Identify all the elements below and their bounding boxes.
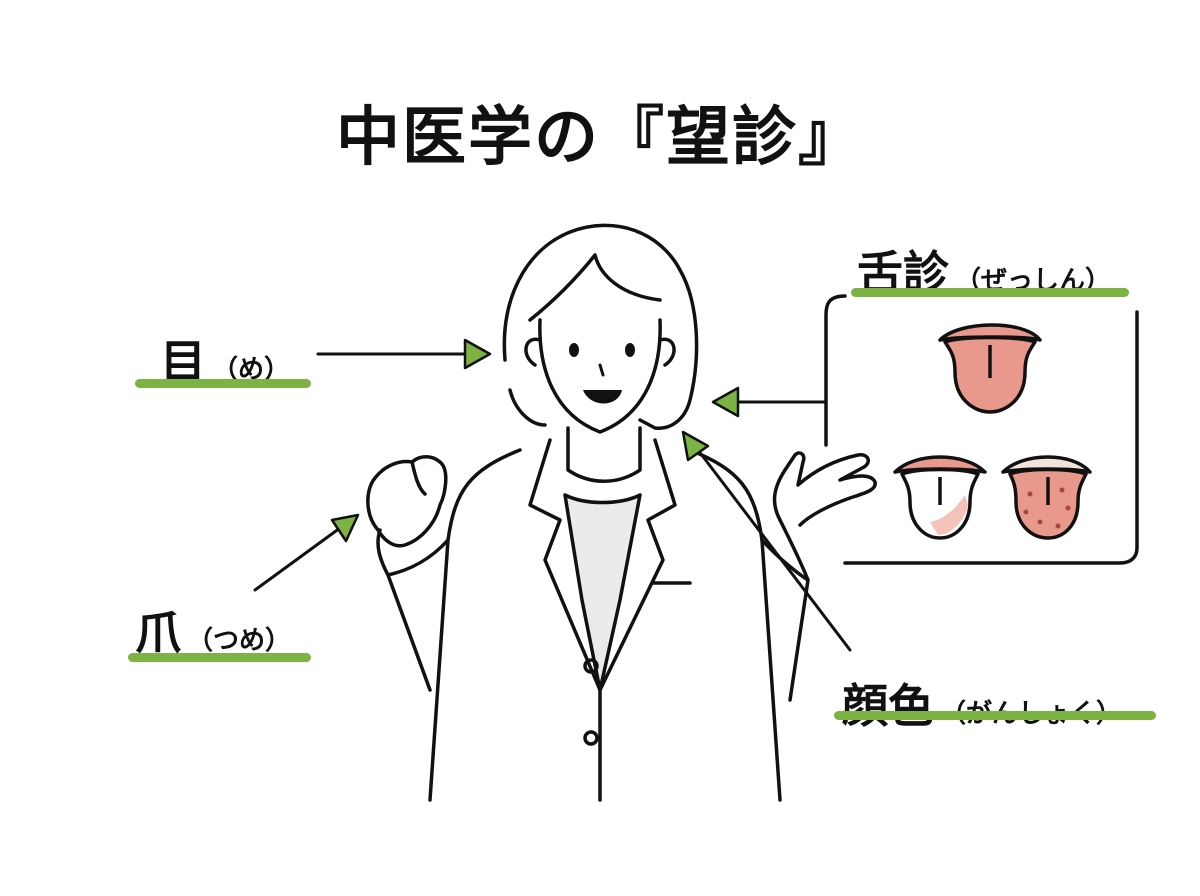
nose: [598, 363, 605, 377]
left-fist: [366, 455, 448, 548]
label-eye-underline: [135, 379, 311, 388]
label-nail-underline: [128, 653, 311, 662]
tongue-pale-icon: [893, 455, 987, 540]
coat-lapel-left: [528, 438, 602, 692]
ear-right: [658, 337, 676, 367]
label-face-main: 顔色: [842, 679, 934, 733]
arrow-icon: [711, 386, 740, 418]
arrows: [253, 352, 852, 652]
right-arm: [760, 518, 810, 702]
arrow-icon: [463, 338, 492, 370]
right-hand: [772, 451, 877, 527]
left-arm: [376, 528, 450, 692]
arrow-face-line: [696, 448, 852, 652]
eye-right: [625, 343, 635, 357]
label-tongue-underline: [851, 288, 1129, 297]
left-fist-thumb: [410, 460, 427, 496]
arrow-icon: [330, 513, 360, 543]
tongue-inset-box: [824, 294, 1139, 565]
ear-left: [524, 337, 542, 367]
face-details: [569, 343, 635, 404]
coat-lapel-right: [598, 438, 677, 692]
label-face-underline: [834, 711, 1156, 720]
hair: [502, 223, 699, 430]
tongue-spotted-icon: [1001, 455, 1092, 540]
eye-left: [569, 343, 579, 357]
label-nail: 爪（つめ）: [135, 597, 291, 663]
arrow-heads: [330, 338, 740, 543]
tongue-spots: [1023, 487, 1071, 529]
coat-button-1: [583, 658, 599, 674]
face: [538, 318, 662, 434]
page-title: 中医学の『望診』: [336, 101, 864, 175]
label-nail-main: 爪: [135, 606, 181, 660]
arrow-nail-line: [253, 526, 342, 592]
neck: [566, 426, 642, 483]
label-nail-kana: （つめ）: [187, 626, 292, 656]
tongue-normal-icon: [938, 323, 1042, 414]
smile: [583, 390, 622, 404]
hair-bangs: [528, 253, 662, 322]
coat-button-2: [583, 730, 599, 746]
inner-shirt: [563, 493, 642, 692]
arrow-icon: [681, 430, 710, 462]
